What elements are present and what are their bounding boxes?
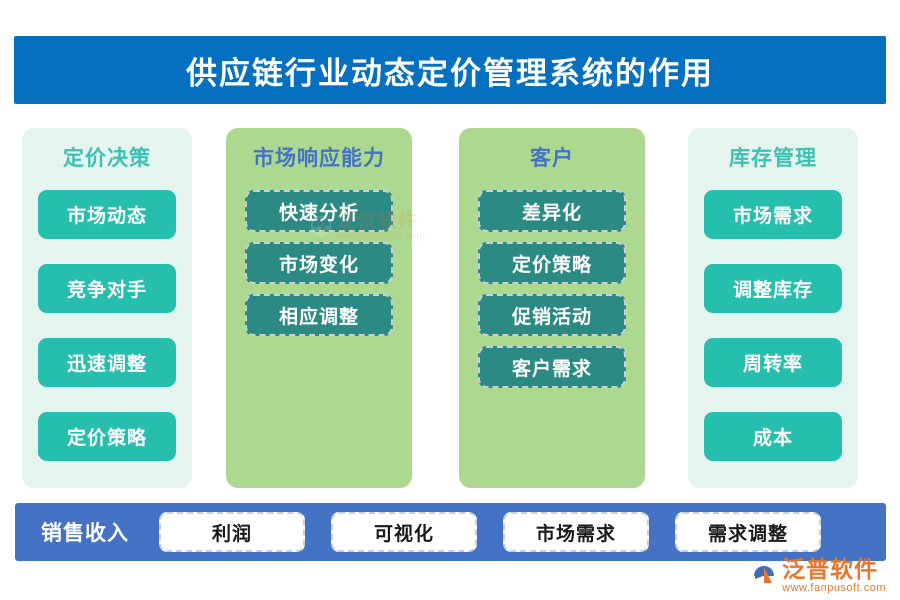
chip-item[interactable]: 市场动态: [38, 190, 176, 239]
chip-item[interactable]: 快速分析: [245, 190, 393, 232]
chip-item[interactable]: 相应调整: [245, 294, 393, 336]
chip-item[interactable]: 竞争对手: [38, 264, 176, 313]
chip-item[interactable]: 定价策略: [38, 412, 176, 461]
bottom-chip-item[interactable]: 利润: [159, 512, 305, 552]
fanpu-logo-icon: [751, 563, 777, 589]
bottom-chip-item[interactable]: 市场需求: [503, 512, 649, 552]
chip-item[interactable]: 迅速调整: [38, 338, 176, 387]
columns-row: 定价决策 市场动态 竞争对手 迅速调整 定价策略 市场响应能力 快速分析 市场变…: [0, 128, 900, 490]
chip-item[interactable]: 定价策略: [478, 242, 626, 284]
watermark-brand: 泛普软件: [782, 556, 879, 583]
chip-item[interactable]: 市场需求: [704, 190, 842, 239]
bottom-chip-item[interactable]: 可视化: [331, 512, 477, 552]
column-panel-customer: 客户 差异化 定价策略 促销活动 客户需求: [459, 128, 645, 488]
column-panel-pricing-decision: 定价决策 市场动态 竞争对手 迅速调整 定价策略: [22, 128, 192, 488]
column-heading: 市场响应能力: [253, 145, 385, 170]
column-panel-market-response: 市场响应能力 快速分析 市场变化 相应调整: [226, 128, 412, 488]
bottom-chip-item[interactable]: 需求调整: [675, 512, 821, 552]
chip-item[interactable]: 调整库存: [704, 264, 842, 313]
column-heading: 客户: [530, 145, 574, 170]
page-title: 供应链行业动态定价管理系统的作用: [186, 55, 714, 92]
chip-item[interactable]: 差异化: [478, 190, 626, 232]
watermark-main: 泛普软件 www.fanpusoft.com: [751, 558, 886, 594]
chip-item[interactable]: 成本: [704, 412, 842, 461]
chip-item[interactable]: 市场变化: [245, 242, 393, 284]
watermark-url: www.fanpusoft.com: [782, 582, 886, 594]
chip-item[interactable]: 客户需求: [478, 346, 626, 388]
column-heading: 定价决策: [63, 145, 151, 170]
column-heading: 库存管理: [729, 145, 817, 170]
chip-item[interactable]: 促销活动: [478, 294, 626, 336]
bottom-bar-label: 销售收入: [41, 520, 129, 545]
watermark-text-group: 泛普软件 www.fanpusoft.com: [782, 558, 886, 594]
bottom-bar: 销售收入 利润 可视化 市场需求 需求调整: [15, 503, 886, 561]
chip-item[interactable]: 周转率: [704, 338, 842, 387]
title-banner: 供应链行业动态定价管理系统的作用: [14, 36, 886, 104]
column-panel-inventory-management: 库存管理 市场需求 调整库存 周转率 成本: [688, 128, 858, 488]
